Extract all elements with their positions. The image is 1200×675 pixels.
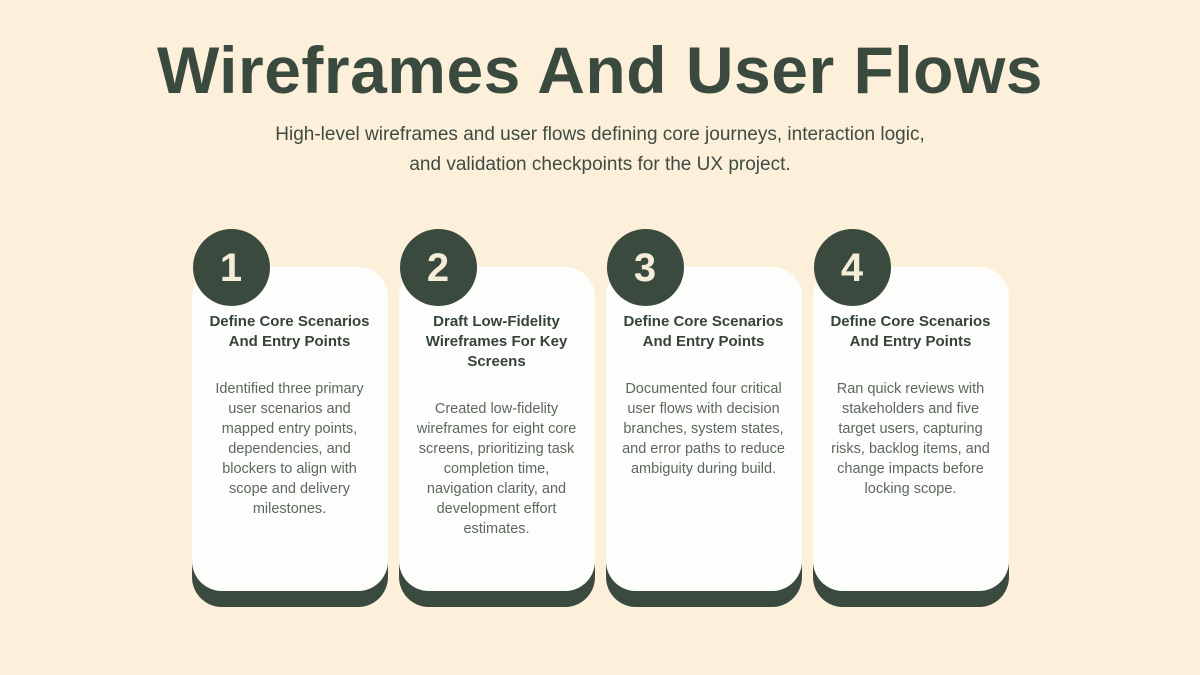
step-number: 1 [219,245,243,290]
step-description: Created low-fidelity wireframes for eigh… [416,401,577,537]
step-number-badge: 1 [192,229,270,306]
steps-row: 1 Define Core Scenarios And Entry Points… [0,229,1200,591]
step-title: Define Core Scenarios And Entry Points [209,313,370,350]
step-number: 3 [633,245,657,290]
step-number: 4 [840,245,864,290]
step-number-badge: 3 [606,229,684,306]
step-description: Documented four critical user flows with… [622,381,785,477]
step-card-1: 1 Define Core Scenarios And Entry Points… [191,229,388,591]
step-title: Define Core Scenarios And Entry Points [623,313,784,350]
subtitle-line-2: and validation checkpoints for the UX pr… [409,154,791,176]
step-title: Draft Low-Fidelity Wireframes For Key Sc… [425,313,568,370]
step-number-badge: 4 [813,229,891,306]
step-description: Ran quick reviews with stakeholders and … [831,381,990,497]
step-number: 2 [426,245,450,290]
step-title: Define Core Scenarios And Entry Points [830,313,991,350]
step-card-4: 4 Define Core Scenarios And Entry Points… [812,229,1009,591]
step-description: Identified three primary user scenarios … [215,381,364,517]
step-card-3: 3 Define Core Scenarios And Entry Points… [605,229,802,591]
page-subtitle: High-level wireframes and user flows def… [0,120,1200,180]
step-number-badge: 2 [399,229,477,306]
page-title: Wireframes And User Flows [156,33,1044,107]
subtitle-line-1: High-level wireframes and user flows def… [275,124,925,146]
step-card-2: 2 Draft Low-Fidelity Wireframes For Key … [398,229,595,591]
